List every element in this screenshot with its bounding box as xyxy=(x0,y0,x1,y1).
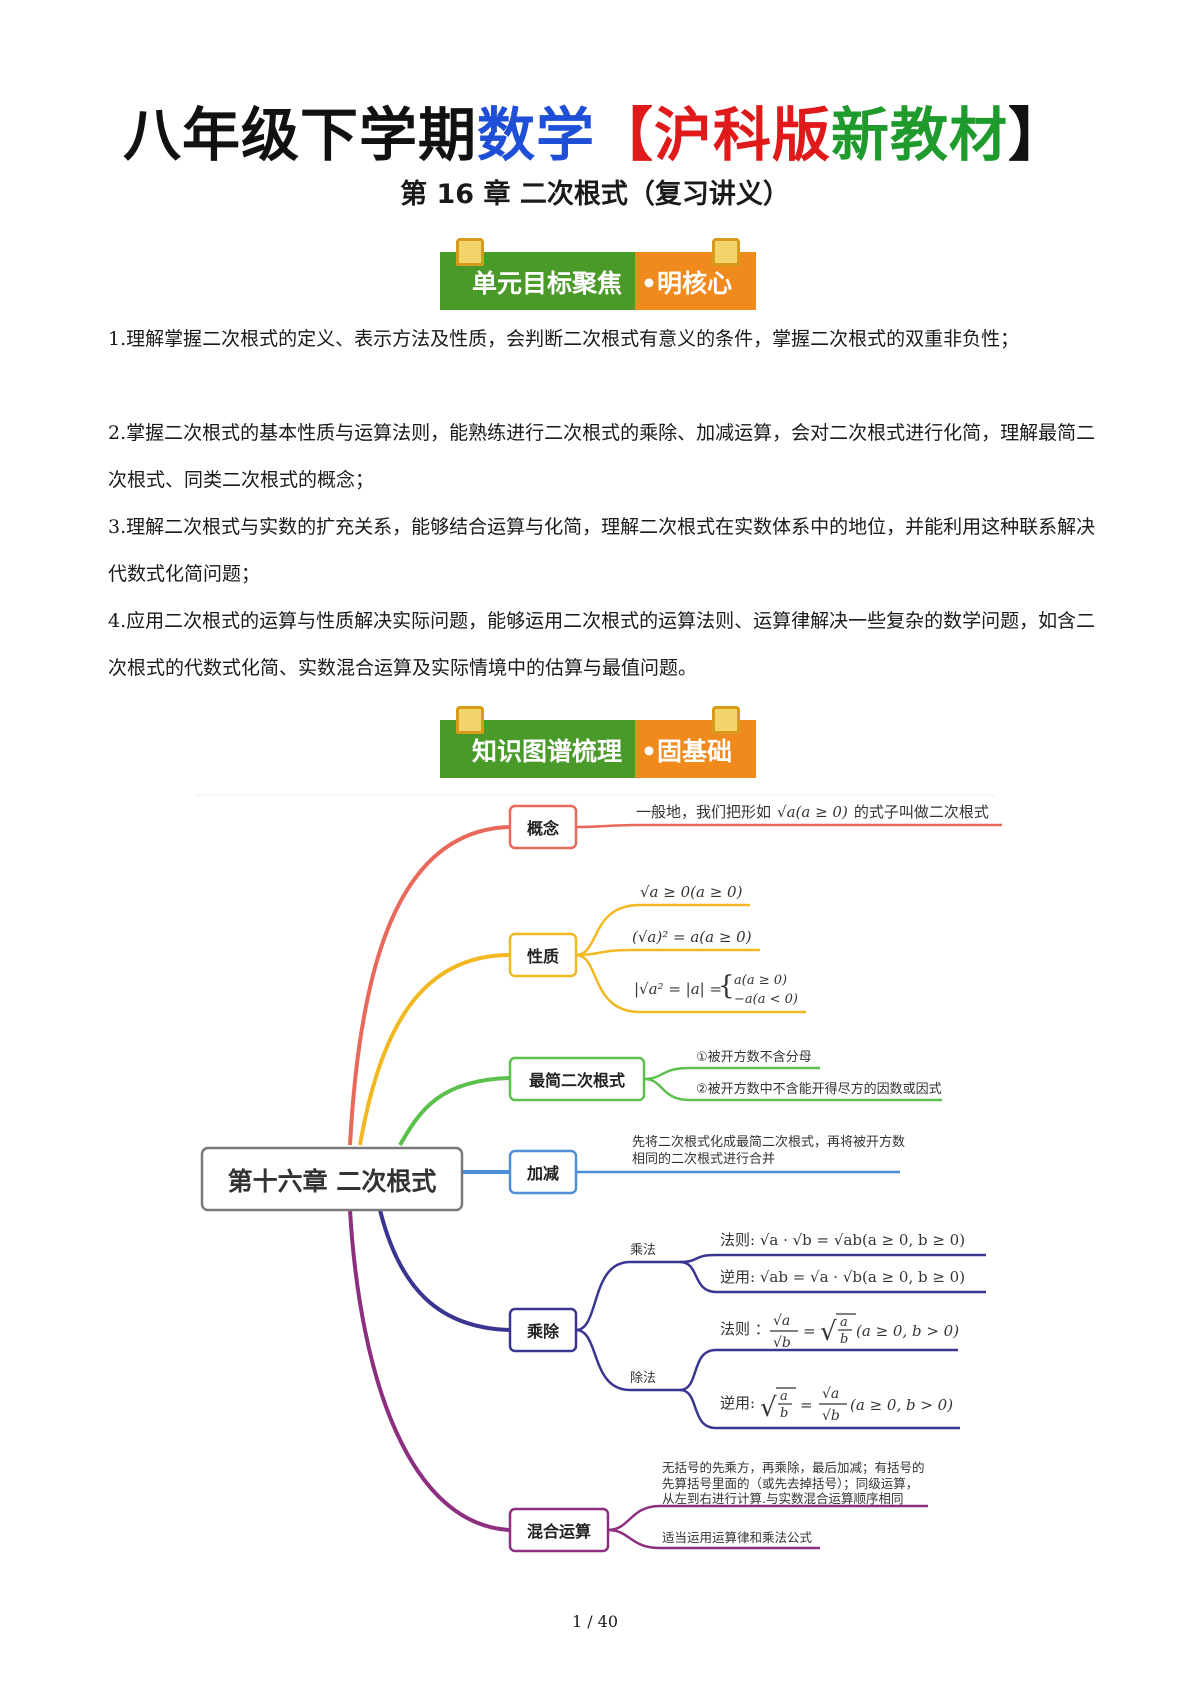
div-rule: 法则 ： √a √b = √ a b (a ≥ 0, b > 0) xyxy=(720,1313,959,1351)
svg-text:a: a xyxy=(840,1315,848,1330)
mixed-line: 从左到右进行计算.与实数混合运算顺序相同 xyxy=(662,1491,903,1506)
banner-goals-right: •明核心 xyxy=(641,269,732,298)
svg-text:=: = xyxy=(803,1322,816,1340)
mixed-tip: 适当运用运算律和乘法公式 xyxy=(662,1530,813,1545)
svg-text:b: b xyxy=(840,1332,848,1347)
svg-text:√: √ xyxy=(760,1393,777,1423)
svg-text:√a: √a xyxy=(773,1313,790,1329)
banner-map-right: •固基础 xyxy=(641,737,732,766)
banner-map-left: 知识图谱梳理 xyxy=(472,737,623,766)
branch-simplest-label: 最简二次根式 xyxy=(529,1071,625,1090)
svg-text:√: √ xyxy=(820,1317,837,1347)
property-item: √a ≥ 0(a ≥ 0) xyxy=(640,883,743,901)
property-item: (√a)² = a(a ≥ 0) xyxy=(632,928,752,946)
svg-text:(a ≥ 0, b > 0): (a ≥ 0, b > 0) xyxy=(856,1322,959,1340)
mindmap-root xyxy=(200,1146,464,1212)
simplest-item: ①被开方数不含分母 xyxy=(696,1049,812,1065)
svg-text:法则 ：: 法则 ： xyxy=(720,1320,770,1338)
page-title: 八年级下学期数学【沪科版新教材】 xyxy=(122,101,1068,169)
section-banner-goals: 单元目标聚焦 •明核心 xyxy=(440,238,756,310)
property-case: a(a ≥ 0) xyxy=(734,973,787,988)
simplest-item: ②被开方数中不含能开得尽方的因数或因式 xyxy=(696,1081,942,1097)
property-case: −a(a < 0) xyxy=(734,992,798,1007)
property-item: |√a² = |a| = xyxy=(634,980,722,998)
mul-inverse: 逆用: √ab = √a · √b(a ≥ 0, b ≥ 0) xyxy=(720,1268,965,1286)
svg-text:(a ≥ 0, b > 0): (a ≥ 0, b > 0) xyxy=(850,1396,953,1414)
goal-item: 1.理解掌握二次根式的定义、表示方法及性质，会判断二次根式有意义的条件，掌握二次… xyxy=(108,328,1020,350)
concept-definition: 一般地，我们把形如√a(a ≥ 0)的式子叫做二次根式 xyxy=(636,803,989,821)
branch-concept-label: 概念 xyxy=(527,819,560,838)
mindmap-root-label: 第十六章 二次根式 xyxy=(228,1167,437,1196)
svg-text:=: = xyxy=(800,1396,813,1414)
mixed-line: 先算括号里面的（或先去掉括号）；同级运算， xyxy=(662,1476,918,1491)
goal-item: 3.理解二次根式与实数的扩充关系，能够结合运算与化简，理解二次根式在实数体系中的… xyxy=(108,516,1096,585)
div-label: 除法 xyxy=(630,1371,656,1386)
mul-label: 乘法 xyxy=(630,1243,656,1258)
clip-icon xyxy=(712,238,740,266)
svg-text:√b: √b xyxy=(773,1335,791,1351)
svg-text:b: b xyxy=(780,1406,788,1421)
goal-item: 2.掌握二次根式的基本性质与运算法则，能熟练进行二次根式的乘除、加减运算，会对二… xyxy=(108,422,1096,491)
svg-text:√b: √b xyxy=(822,1408,840,1424)
mixed-line: 无括号的先乘方，再乘除，最后加减；有括号的 xyxy=(662,1460,925,1475)
branch-property-label: 性质 xyxy=(527,947,559,966)
clip-icon xyxy=(456,706,484,734)
branch-addsub-label: 加减 xyxy=(526,1164,559,1183)
mul-rule: 法则: √a · √b = √ab(a ≥ 0, b ≥ 0) xyxy=(720,1231,965,1249)
clip-icon xyxy=(712,706,740,734)
page-number: 1 / 40 xyxy=(571,1612,619,1631)
svg-text:逆用:: 逆用: xyxy=(720,1394,755,1412)
addsub-line: 相同的二次根式进行合并 xyxy=(632,1151,775,1167)
banner-goals-left: 单元目标聚焦 xyxy=(472,269,623,298)
goal-item: 4.应用二次根式的运算与性质解决实际问题，能够运用二次根式的运算法则、运算律解决… xyxy=(108,610,1096,679)
branch-muldiv-label: 乘除 xyxy=(526,1322,560,1341)
brace-icon: { xyxy=(718,971,735,1001)
branch-mixed-label: 混合运算 xyxy=(527,1522,591,1541)
svg-text:√a: √a xyxy=(822,1386,839,1402)
svg-text:a: a xyxy=(780,1389,788,1404)
clip-icon xyxy=(456,238,484,266)
section-banner-map: 知识图谱梳理 •固基础 xyxy=(440,706,756,778)
addsub-line: 先将二次根式化成最简二次根式，再将被开方数 xyxy=(632,1134,905,1150)
div-inverse: 逆用: √ a b = √a √b (a ≥ 0, b > 0) xyxy=(720,1386,953,1424)
chapter-subtitle: 第 16 章 二次根式（复习讲义） xyxy=(400,179,790,210)
